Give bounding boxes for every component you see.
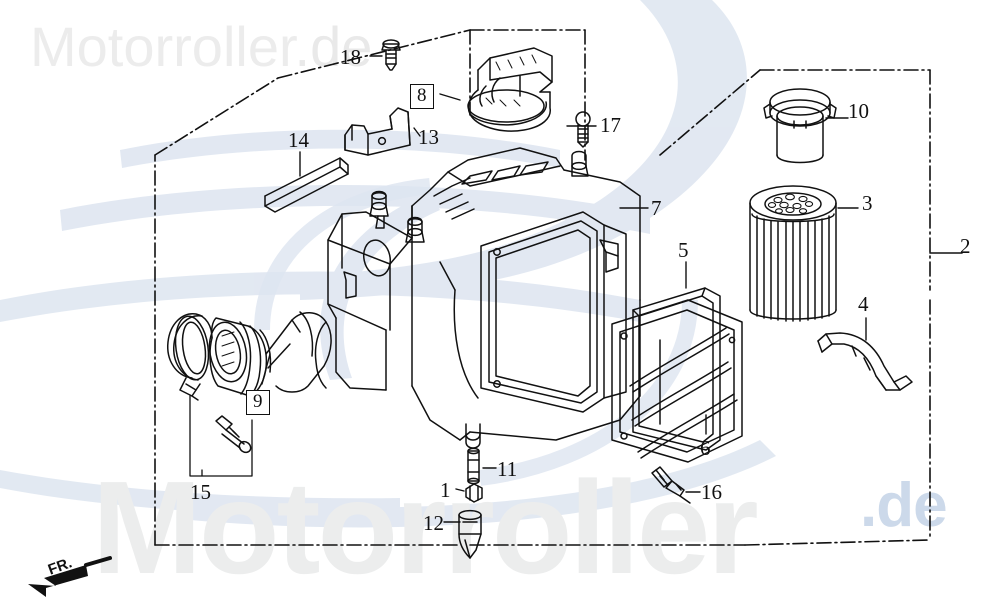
- part-8-resonator: [467, 47, 553, 132]
- fr-direction-arrow: [28, 565, 88, 597]
- callout-label-18: 18: [340, 45, 361, 69]
- callout-15-bracket: [189, 395, 253, 477]
- leader-lines: [261, 55, 867, 523]
- part-14-seal-plate: [264, 157, 349, 213]
- watermark-bottom-suffix: .de: [860, 471, 948, 540]
- watermark-bottom: Motorroller: [92, 454, 759, 601]
- callout-label-5: 5: [678, 238, 689, 262]
- callout-label-12: 12: [423, 511, 444, 535]
- part-1-clip: [465, 483, 483, 503]
- callout-label-14: 14: [288, 128, 309, 152]
- watermark-top-suffix: .de: [294, 15, 373, 78]
- callout-label-11: 11: [497, 457, 518, 481]
- callout-label-17: 17: [600, 113, 621, 137]
- part-10-retaining-ring: [763, 88, 837, 164]
- part-4-drain-tube: [817, 332, 913, 391]
- callout-label-2: 2: [960, 234, 971, 258]
- callout-label-3: 3: [862, 191, 873, 215]
- callout-label-4: 4: [858, 292, 869, 316]
- watermark-top: Motorroller.de: [30, 14, 372, 79]
- part-12-drain-cap: [458, 509, 482, 559]
- part-3-air-filter-element: [749, 185, 837, 322]
- part-5-cover-gasket: [632, 287, 721, 451]
- part-15-clamp-band: [167, 313, 252, 454]
- callout-label-6: 6: [700, 436, 711, 460]
- assembly-boundary: [154, 29, 931, 546]
- part-9-connecting-tube: [208, 311, 332, 397]
- part-6-air-cleaner-cover: [611, 299, 743, 463]
- callout-label-13: 13: [418, 125, 439, 149]
- part-16-tapping-screw: [651, 466, 691, 504]
- callout-label-7: 7: [651, 196, 662, 220]
- callout-label-1: 1: [440, 478, 451, 502]
- part-18-special-screw: [381, 39, 401, 71]
- part-11-spacer: [467, 447, 480, 485]
- case-mounting-studs: [369, 150, 589, 243]
- part-13-bracket: [344, 107, 411, 156]
- callout-label-15: 15: [190, 480, 211, 504]
- callout-label-16: 16: [701, 480, 722, 504]
- callout-label-9: 9: [246, 390, 270, 415]
- watermark-top-text: Motorroller: [30, 15, 295, 78]
- part-17-flange-bolt: [575, 111, 591, 148]
- callout-label-10: 10: [848, 99, 869, 123]
- callout-label-8: 8: [410, 84, 434, 109]
